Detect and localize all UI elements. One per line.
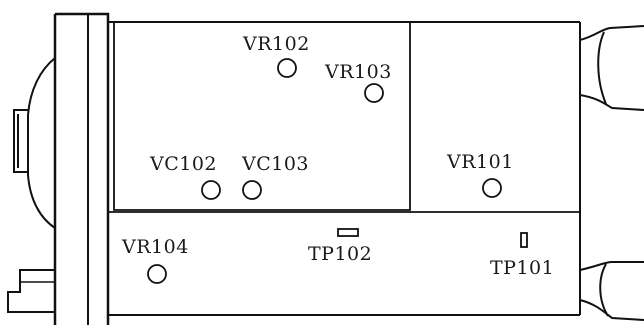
vr104-marker: [147, 264, 167, 284]
sub-board-outline: [108, 22, 580, 213]
vr103-label: VR103: [324, 61, 392, 83]
tp101-label: TP101: [490, 257, 554, 279]
vr101-marker: [482, 178, 502, 198]
vr103-marker: [364, 83, 384, 103]
vr104-label: VR104: [121, 236, 189, 258]
tp101-marker: [520, 232, 528, 248]
vr102-marker: [277, 58, 297, 78]
chassis-outline: [108, 21, 581, 316]
vc103-label: VC103: [241, 153, 309, 175]
vr101-label: VR101: [446, 151, 514, 173]
vc103-marker: [242, 180, 262, 200]
tp102-label: TP102: [308, 243, 372, 265]
vc102-label: VC102: [149, 153, 217, 175]
tp102-marker: [337, 228, 359, 237]
right-connectors: [579, 25, 644, 321]
vc102-marker: [201, 180, 221, 200]
front-panel: [7, 12, 110, 325]
vr102-label: VR102: [242, 33, 310, 55]
